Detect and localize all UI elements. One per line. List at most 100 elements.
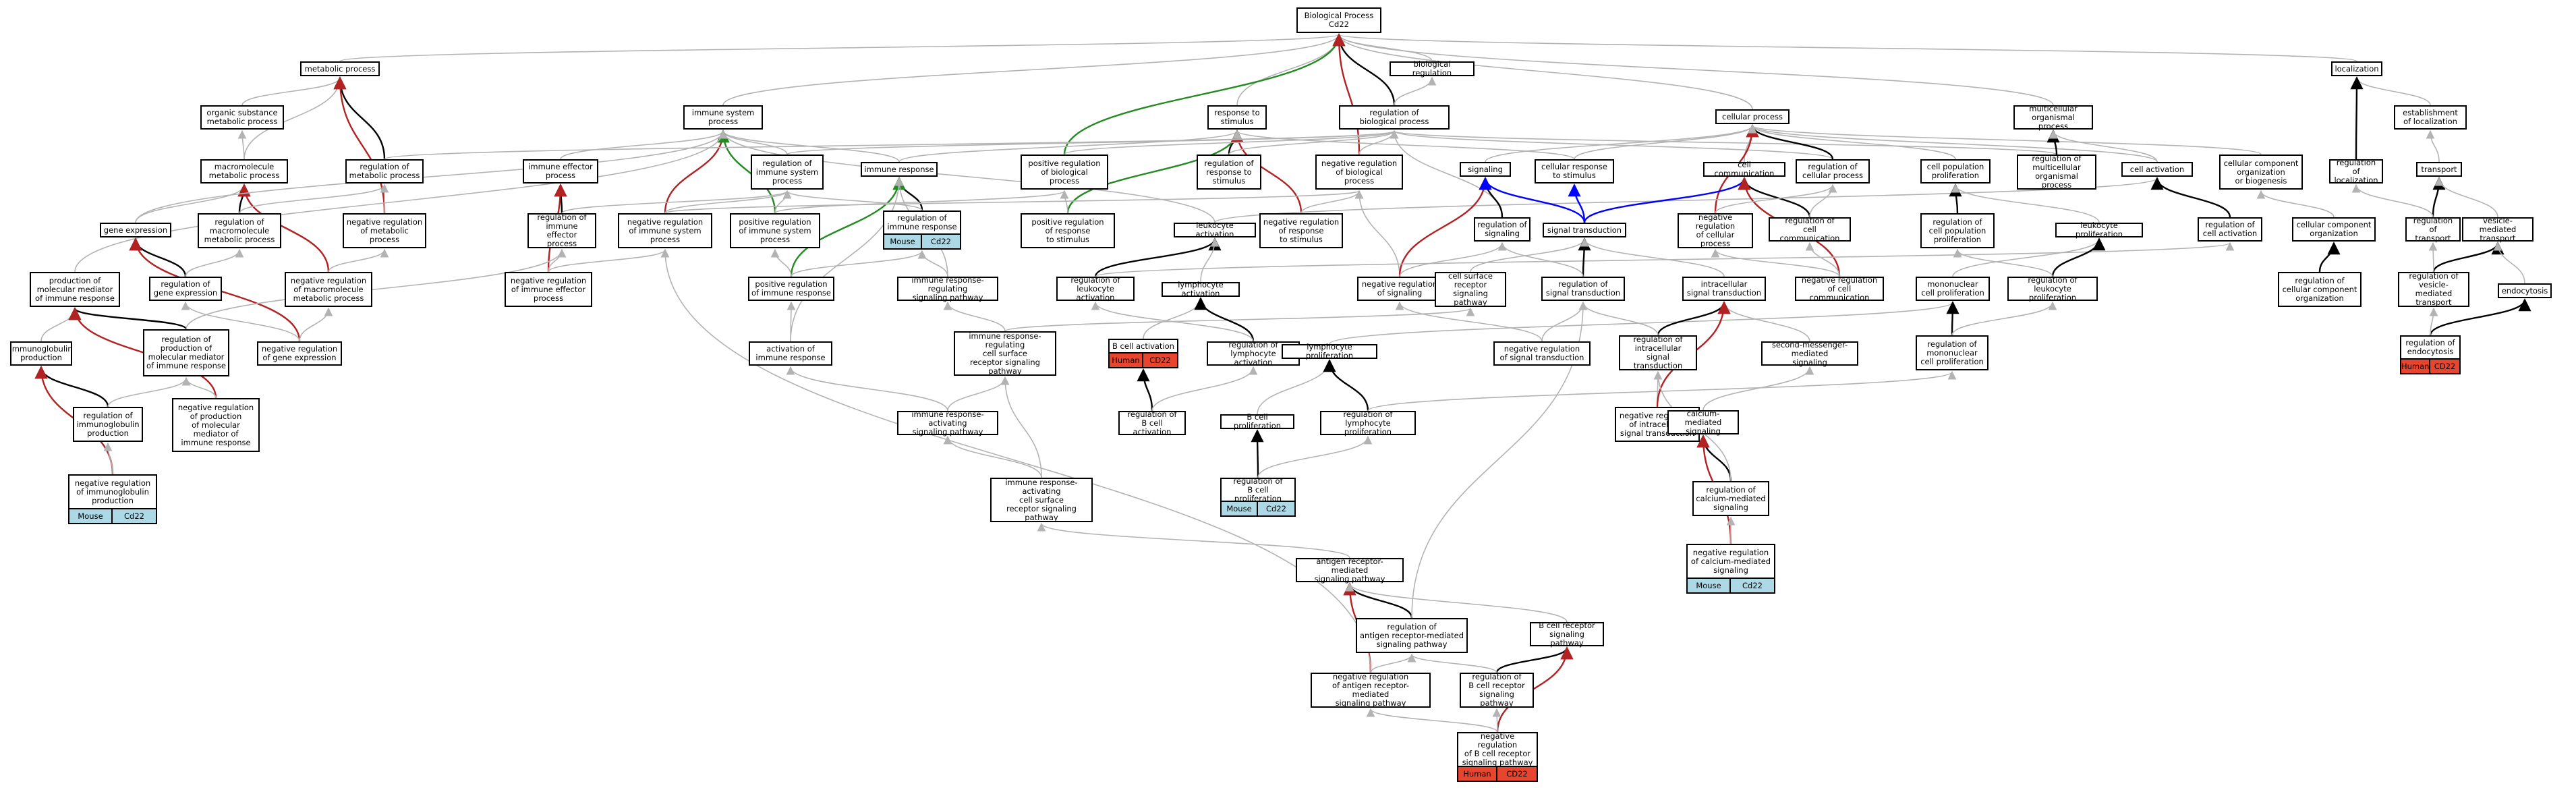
node-regves[interactable]: regulation of vesicle-mediated transport xyxy=(2398,272,2469,307)
node-bcellact[interactable]: B cell activation xyxy=(1108,339,1178,354)
node-bioreg[interactable]: biological regulation xyxy=(1390,60,1475,78)
node-regloc[interactable]: regulation of localization xyxy=(2329,158,2383,184)
node-imrespregcs[interactable]: immune response-regulating cell surface … xyxy=(954,331,1056,376)
node-posimsys[interactable]: positive regulation of immune system pro… xyxy=(730,213,820,248)
node-secmsg[interactable]: second-messenger-mediated signaling xyxy=(1761,340,1858,366)
node-negimsys[interactable]: negative regulation of immune system pro… xyxy=(618,213,712,248)
node-ccorg2[interactable]: cellular component organization xyxy=(2292,217,2376,242)
node-cellresp[interactable]: cellular response to stimulus xyxy=(1535,159,1614,184)
node-leukprol[interactable]: leukocyte proliferation xyxy=(2055,221,2143,239)
node-regmulti[interactable]: regulation of multicellular organismal p… xyxy=(2017,154,2096,190)
node-loc[interactable]: localization xyxy=(2331,61,2382,76)
node-signaling[interactable]: signaling xyxy=(1460,162,1511,177)
node-cellpop[interactable]: cell population proliferation xyxy=(1920,159,1991,184)
node-regintra[interactable]: regulation of intracellular signal trans… xyxy=(1619,335,1697,370)
node-regimeff[interactable]: regulation of immune effector process xyxy=(527,213,596,248)
node-actimresp[interactable]: activation of immune response xyxy=(749,341,832,366)
node-negimeff[interactable]: negative regulation of immune effector p… xyxy=(505,272,592,307)
node-negbio[interactable]: negative regulation of biological proces… xyxy=(1315,154,1403,190)
node-regprodmol[interactable]: regulation of production of molecular me… xyxy=(143,329,229,376)
node-macro[interactable]: macromolecule metabolic process xyxy=(200,159,288,184)
edge-regloc-to-loc xyxy=(2350,76,2364,160)
edge-negcellcomm-to-regcellcomm xyxy=(1805,242,1840,277)
node-reglymphprol[interactable]: regulation of lymphocyte proliferation xyxy=(1320,410,1416,436)
node-lymphact[interactable]: lymphocyte activation xyxy=(1162,281,1240,298)
edge-cellsurf-to-sigtrans xyxy=(1470,237,1589,273)
node-negresp[interactable]: negative regulation of response to stimu… xyxy=(1259,213,1343,248)
node-regcellpop[interactable]: regulation of cell population proliferat… xyxy=(1920,213,1995,248)
node-regimresp[interactable]: regulation of immune response xyxy=(883,210,961,235)
node-regsig[interactable]: regulation of signaling xyxy=(1474,217,1530,242)
node-regmeta[interactable]: regulation of metabolic process xyxy=(345,159,424,184)
node-negreggene[interactable]: negative regulation of gene expression xyxy=(257,341,342,366)
node-resp[interactable]: response to stimulus xyxy=(1207,105,1267,130)
node-cellproc[interactable]: cellular process xyxy=(1715,109,1790,124)
node-leukact[interactable]: leukocyte activation xyxy=(1174,221,1256,239)
node-regcell[interactable]: regulation of cellular process xyxy=(1796,159,1870,184)
node-regendo[interactable]: regulation of endocytosis xyxy=(2400,335,2461,360)
node-regmacro[interactable]: regulation of macromolecule metabolic pr… xyxy=(198,213,281,248)
node-regleukprol[interactable]: regulation of leukocyte proliferation xyxy=(2007,275,2098,302)
node-imrespactcs[interactable]: immune response-activating cell surface … xyxy=(990,478,1093,522)
node-regresp[interactable]: regulation of response to stimulus xyxy=(1197,154,1261,190)
node-geneexp[interactable]: gene expression xyxy=(100,223,171,237)
node-regbcellprol[interactable]: regulation of B cell proliferation xyxy=(1220,476,1296,503)
node-antigen[interactable]: antigen receptor-mediated signaling path… xyxy=(1296,557,1404,583)
node-calcium[interactable]: calcium-mediated signaling xyxy=(1667,409,1739,435)
node-negcellcomm[interactable]: negative regulation of cell communicatio… xyxy=(1795,275,1884,302)
node-imresp[interactable]: immune response xyxy=(861,162,938,177)
node-regtrans[interactable]: regulation of transport xyxy=(2405,216,2461,242)
node-regbcellrec[interactable]: regulation of B cell receptor signaling … xyxy=(1460,673,1534,708)
node-regantigen[interactable]: regulation of antigen receptor-mediated … xyxy=(1356,618,1468,653)
node-regleuk[interactable]: regulation of leukocyte activation xyxy=(1056,275,1135,302)
node-bcellrec[interactable]: B cell receptor signaling pathway xyxy=(1530,621,1604,647)
node-reggene[interactable]: regulation of gene expression xyxy=(149,277,222,301)
node-igprod[interactable]: immunoglobulin production xyxy=(10,341,73,366)
node-lymphprol[interactable]: lymphocyte proliferation xyxy=(1282,343,1377,360)
node-endo[interactable]: endocytosis xyxy=(2498,283,2552,298)
node-negprodmol[interactable]: negative regulation of production of mol… xyxy=(172,398,260,452)
node-estloc[interactable]: establishment of localization xyxy=(2394,105,2467,130)
node-multi[interactable]: multicellular organismal process xyxy=(2013,104,2093,130)
node-ccorg[interactable]: cellular component organization or bioge… xyxy=(2219,154,2303,190)
node-negbcellrec[interactable]: negative regulation of B cell receptor s… xyxy=(1457,732,1538,767)
node-mono[interactable]: mononuclear cell proliferation xyxy=(1916,277,1990,301)
node-cellact[interactable]: cell activation xyxy=(2121,162,2193,177)
node-negmacro[interactable]: negative regulation of macromolecule met… xyxy=(285,272,372,307)
node-orgsub[interactable]: organic substance metabolic process xyxy=(200,105,284,130)
node-posimresp[interactable]: positive regulation of immune response xyxy=(748,277,834,301)
node-imsys[interactable]: immune system process xyxy=(683,105,763,130)
node-regbcellact[interactable]: regulation of B cell activation xyxy=(1118,410,1186,436)
node-regbio[interactable]: regulation of biological process xyxy=(1339,105,1450,130)
node-meta[interactable]: metabolic process xyxy=(300,61,380,76)
node-cellsurf[interactable]: cell surface receptor signaling pathway xyxy=(1435,272,1506,307)
node-negantigen[interactable]: negative regulation of antigen receptor-… xyxy=(1311,673,1431,708)
node-regimsys[interactable]: regulation of immune system process xyxy=(751,154,824,190)
node-regmono[interactable]: regulation of mononuclear cell prolifera… xyxy=(1916,335,1988,370)
node-bcellprol[interactable]: B cell proliferation xyxy=(1220,413,1294,430)
node-regcellact[interactable]: regulation of cell activation xyxy=(2198,217,2262,242)
node-regcellcomm[interactable]: regulation of cell communication xyxy=(1769,216,1851,242)
node-imrespreg[interactable]: immune response-regulating signaling pat… xyxy=(897,275,998,302)
node-intra[interactable]: intracellular signal transduction xyxy=(1682,277,1766,301)
node-posbio[interactable]: positive regulation of biological proces… xyxy=(1021,154,1108,190)
node-imeff[interactable]: immune effector process xyxy=(523,159,598,184)
node-negmeta[interactable]: negative regulation of metabolic process xyxy=(343,213,426,248)
node-negcell[interactable]: negative regulation of cellular process xyxy=(1678,213,1753,248)
node-imrespact[interactable]: immune response-activating signaling pat… xyxy=(897,410,998,436)
node-negcalcium[interactable]: negative regulation of calcium-mediated … xyxy=(1686,544,1775,579)
node-transport[interactable]: transport xyxy=(2416,162,2462,177)
node-negsig[interactable]: negative regulation of signaling xyxy=(1357,277,1442,301)
node-sigtrans[interactable]: signal transduction xyxy=(1543,223,1626,237)
node-posresp[interactable]: positive regulation of response to stimu… xyxy=(1021,213,1115,248)
node-negsigtrans[interactable]: negative regulation of signal transducti… xyxy=(1493,341,1591,366)
node-cellcomm[interactable]: cell communication xyxy=(1703,161,1785,178)
node-regsigtrans[interactable]: regulation of signal transduction xyxy=(1541,277,1625,301)
node-root[interactable]: Biological Process Cd22 xyxy=(1296,7,1381,33)
node-regig[interactable]: regulation of immunoglobulin production xyxy=(73,407,143,442)
node-regccorg[interactable]: regulation of cellular component organiz… xyxy=(2278,272,2362,307)
node-regcalcium[interactable]: regulation of calcium-mediated signaling xyxy=(1692,481,1769,516)
node-prodmol[interactable]: production of molecular mediator of immu… xyxy=(30,272,120,307)
node-vesicle[interactable]: vesicle-mediated transport xyxy=(2462,216,2534,242)
node-negregig[interactable]: negative regulation of immunoglobulin pr… xyxy=(68,474,157,509)
